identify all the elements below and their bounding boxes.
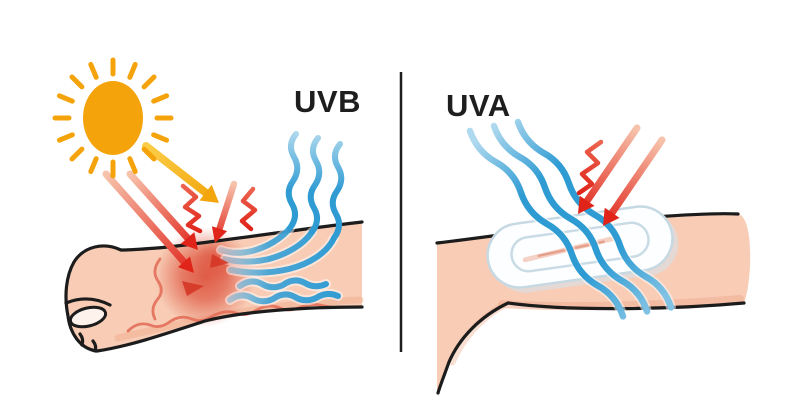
heat-wave-rising [285,131,345,241]
uv-zigzag-ray-icon [239,186,258,232]
thumb-crease [64,297,112,307]
uv-ray-arrow [578,124,641,214]
uva-label: UVA [446,88,511,123]
uv-ray-arrow [603,136,666,226]
sunlight-arrow-icon [142,142,219,203]
forearm-outline-bottom [95,305,364,353]
uvb-label: UVB [294,84,361,119]
uvb-panel [52,57,364,353]
bandage-inner-edge [510,221,650,273]
uv-ray-arrow-penetrating [102,170,194,273]
knuckle-lines [78,332,98,353]
heat-wave-on-skin [218,225,341,305]
uv-zigzag-ray-icon [180,183,203,234]
uvb-ray-arrows [102,170,258,273]
forearm-outline-bottom [436,301,746,395]
uva-penetrating-wave [466,118,675,320]
forearm-outline-top [64,220,364,353]
thumb [68,305,108,329]
skin-irritation-line [126,257,344,333]
forearm-shading [114,296,364,342]
sun-icon [52,57,174,179]
heat-wave-icon [216,131,345,307]
heat-wave-icon [465,117,676,322]
uva-panel [435,117,751,395]
uv-ray-arrow [211,180,238,243]
uv-ray-arrow [126,170,198,250]
sun-body [83,81,143,155]
uv-zigzag-ray-icon [576,139,604,196]
sun-rays [52,57,174,179]
burn-damage-marks [182,254,229,296]
uva-ray-arrows [576,124,666,226]
